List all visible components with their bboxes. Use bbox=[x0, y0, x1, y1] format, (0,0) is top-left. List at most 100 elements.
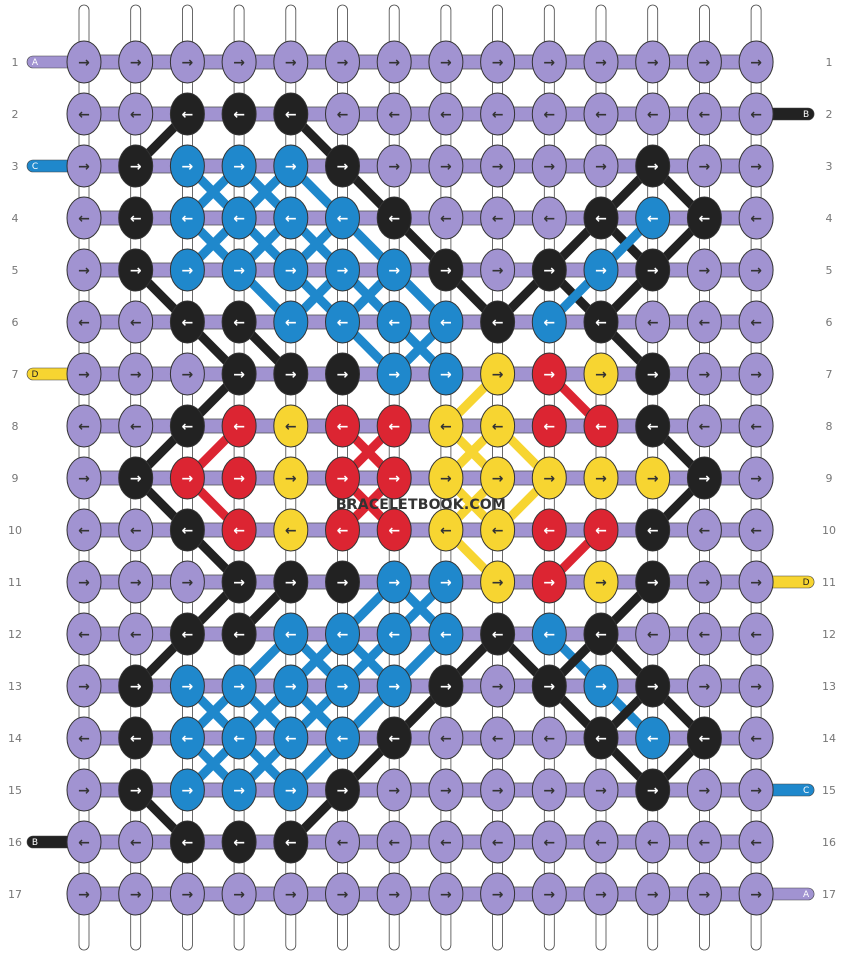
knot: ← bbox=[635, 612, 671, 656]
arrow-left-icon: ← bbox=[750, 211, 762, 227]
knot-body bbox=[635, 40, 671, 84]
arrow-left-icon: ← bbox=[233, 107, 245, 123]
knot-body bbox=[66, 872, 102, 916]
knot-body bbox=[686, 560, 722, 604]
knot: ← bbox=[686, 612, 722, 656]
arrow-left-icon: ← bbox=[440, 627, 452, 643]
knot-body bbox=[221, 196, 257, 240]
knot: → bbox=[221, 872, 257, 916]
knot: ← bbox=[66, 716, 102, 760]
knot: ← bbox=[221, 716, 257, 760]
knot: ← bbox=[531, 508, 567, 552]
knot: ← bbox=[686, 300, 722, 344]
knot-body bbox=[376, 144, 412, 188]
knot: ← bbox=[428, 508, 464, 552]
knot-body bbox=[531, 820, 567, 864]
row-number-right: 4 bbox=[826, 212, 833, 225]
knot-body bbox=[273, 716, 309, 760]
arrow-right-icon: → bbox=[595, 159, 607, 175]
arrow-left-icon: ← bbox=[78, 835, 90, 851]
arrow-right-icon: → bbox=[182, 679, 194, 695]
knot: ← bbox=[169, 716, 205, 760]
knot: ← bbox=[531, 716, 567, 760]
arrow-right-icon: → bbox=[647, 783, 659, 799]
knot: ← bbox=[635, 404, 671, 448]
arrow-right-icon: → bbox=[492, 783, 504, 799]
knot-body bbox=[635, 352, 671, 396]
arrow-left-icon: ← bbox=[595, 107, 607, 123]
knot-body bbox=[221, 560, 257, 604]
arrow-left-icon: ← bbox=[233, 211, 245, 227]
row-number-right: 12 bbox=[822, 628, 836, 641]
knot: → bbox=[428, 768, 464, 812]
knot: ← bbox=[738, 508, 774, 552]
arrow-left-icon: ← bbox=[388, 835, 400, 851]
knot: → bbox=[66, 352, 102, 396]
arrow-left-icon: ← bbox=[130, 315, 142, 331]
knot-body bbox=[531, 40, 567, 84]
knot: → bbox=[325, 560, 360, 604]
knot: → bbox=[169, 144, 205, 188]
knot-body bbox=[169, 404, 205, 448]
knot-body bbox=[635, 716, 671, 760]
knot: → bbox=[635, 872, 671, 916]
row-number-right: 14 bbox=[822, 732, 836, 745]
knot: → bbox=[66, 560, 102, 604]
knot-body bbox=[376, 560, 412, 604]
arrow-left-icon: ← bbox=[543, 419, 555, 435]
knot-body bbox=[325, 716, 360, 760]
knot: → bbox=[531, 144, 567, 188]
arrow-left-icon: ← bbox=[130, 731, 142, 747]
arrow-left-icon: ← bbox=[492, 731, 504, 747]
knot: → bbox=[583, 352, 619, 396]
knot-body bbox=[428, 40, 464, 84]
row-number-right: 3 bbox=[826, 160, 833, 173]
arrow-right-icon: → bbox=[130, 575, 142, 591]
row-number-right: 7 bbox=[826, 368, 833, 381]
knot-body bbox=[531, 716, 567, 760]
arrow-right-icon: → bbox=[233, 55, 245, 71]
knot: → bbox=[376, 768, 412, 812]
knot-body bbox=[738, 300, 774, 344]
knot: → bbox=[635, 144, 671, 188]
arrow-left-icon: ← bbox=[647, 419, 659, 435]
knot-body bbox=[686, 352, 722, 396]
knot-body bbox=[376, 248, 412, 292]
arrow-left-icon: ← bbox=[233, 523, 245, 539]
arrow-right-icon: → bbox=[543, 367, 555, 383]
arrow-left-icon: ← bbox=[388, 211, 400, 227]
row-number-left: 10 bbox=[8, 524, 22, 537]
knot-body bbox=[635, 300, 671, 344]
knot-body bbox=[686, 664, 722, 708]
knot-body bbox=[118, 664, 154, 708]
arrow-left-icon: ← bbox=[130, 211, 142, 227]
arrow-right-icon: → bbox=[647, 159, 659, 175]
knot-body bbox=[531, 664, 567, 708]
knot-body bbox=[325, 300, 360, 344]
arrow-right-icon: → bbox=[130, 263, 142, 279]
knot-body bbox=[531, 92, 567, 136]
arrow-right-icon: → bbox=[233, 783, 245, 799]
knot: → bbox=[221, 352, 257, 396]
knot: ← bbox=[376, 612, 412, 656]
knot: ← bbox=[118, 612, 154, 656]
arrow-left-icon: ← bbox=[388, 107, 400, 123]
arrow-right-icon: → bbox=[233, 159, 245, 175]
knot: ← bbox=[273, 508, 309, 552]
arrow-right-icon: → bbox=[543, 159, 555, 175]
knot-body bbox=[738, 248, 774, 292]
arrow-right-icon: → bbox=[595, 783, 607, 799]
knot-body bbox=[635, 560, 671, 604]
arrow-left-icon: ← bbox=[337, 627, 349, 643]
knot-body bbox=[325, 248, 360, 292]
knot-body bbox=[273, 40, 309, 84]
row-number-left: 4 bbox=[12, 212, 19, 225]
knot: → bbox=[686, 768, 722, 812]
arrow-right-icon: → bbox=[699, 783, 711, 799]
knot: → bbox=[635, 40, 671, 84]
knot: → bbox=[480, 352, 516, 396]
knot: ← bbox=[738, 716, 774, 760]
arrow-right-icon: → bbox=[750, 159, 762, 175]
row-number-right: 5 bbox=[826, 264, 833, 277]
knot: → bbox=[583, 144, 619, 188]
